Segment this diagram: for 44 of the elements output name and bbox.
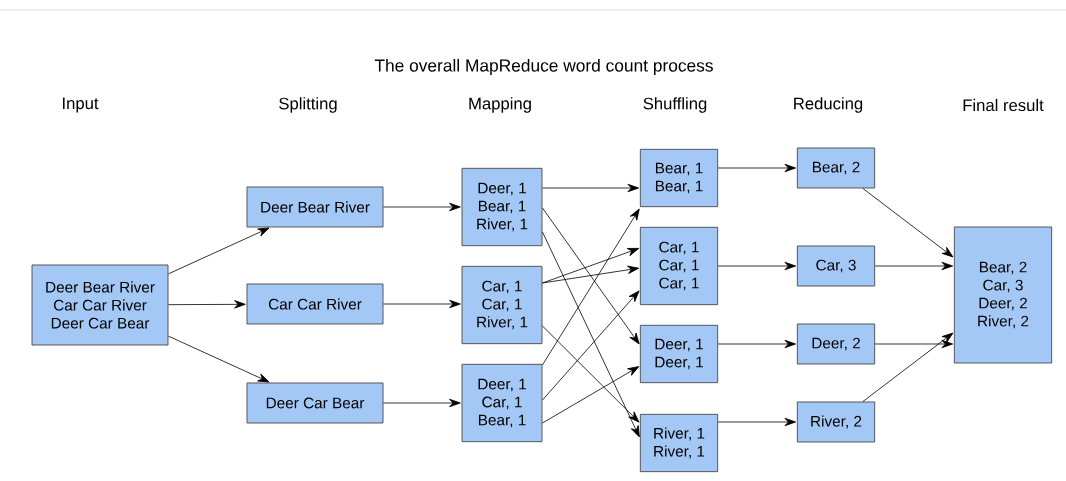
stage-heading: Splitting (279, 97, 337, 113)
arrow (383, 299, 461, 309)
arrow (383, 202, 461, 212)
arrow (542, 265, 640, 284)
arrow (717, 261, 797, 271)
stage-heading: Final result (963, 98, 1044, 112)
arrow (717, 339, 797, 349)
process-box: Car, 3 (796, 245, 876, 287)
stage-heading: Shuffling (643, 97, 707, 113)
arrow (542, 366, 640, 424)
stage-heading: Mapping (469, 97, 531, 113)
arrow (542, 325, 640, 423)
arrow (862, 332, 954, 402)
process-box: Car, 1 Car, 1 River, 1 (461, 265, 543, 345)
process-box: Deer, 1 Bear, 1 River, 1 (461, 167, 543, 247)
arrow (717, 163, 797, 173)
process-box: Bear, 2 (796, 147, 876, 189)
process-box: River, 1 River, 1 (639, 413, 719, 473)
process-box: Deer, 1 Car, 1 Bear, 1 (461, 363, 543, 443)
arrow (383, 398, 461, 408)
title: The overall MapReduce word count process (374, 58, 713, 76)
stage-heading: Input (63, 97, 99, 113)
process-box: Deer, 2 (796, 323, 876, 365)
process-box: Car Car River (246, 283, 384, 325)
arrow (542, 248, 640, 284)
arrow (862, 188, 954, 258)
process-box: Deer Car Bear (246, 382, 384, 424)
process-box: Deer Bear River (246, 186, 384, 228)
arrow (717, 417, 797, 427)
process-box: Bear, 2 Car, 3 Deer, 2 River, 2 (953, 226, 1053, 364)
process-box: River, 2 (796, 401, 876, 443)
process-box: Car, 1 Car, 1 Car, 1 (639, 226, 719, 306)
arrow (542, 231, 640, 438)
process-box: Bear, 1 Bear, 1 (639, 148, 719, 208)
arrow (168, 335, 270, 383)
process-box: Deer Bear River Car Car River Deer Car Bear (31, 264, 169, 346)
arrow (168, 300, 246, 309)
arrow (874, 261, 954, 271)
arrow (542, 183, 640, 193)
arrow (542, 290, 640, 401)
arrow (874, 339, 954, 349)
arrow (168, 227, 270, 275)
stage-heading: Reducing (794, 97, 863, 113)
process-box: Deer, 1 Deer, 1 (639, 324, 719, 384)
